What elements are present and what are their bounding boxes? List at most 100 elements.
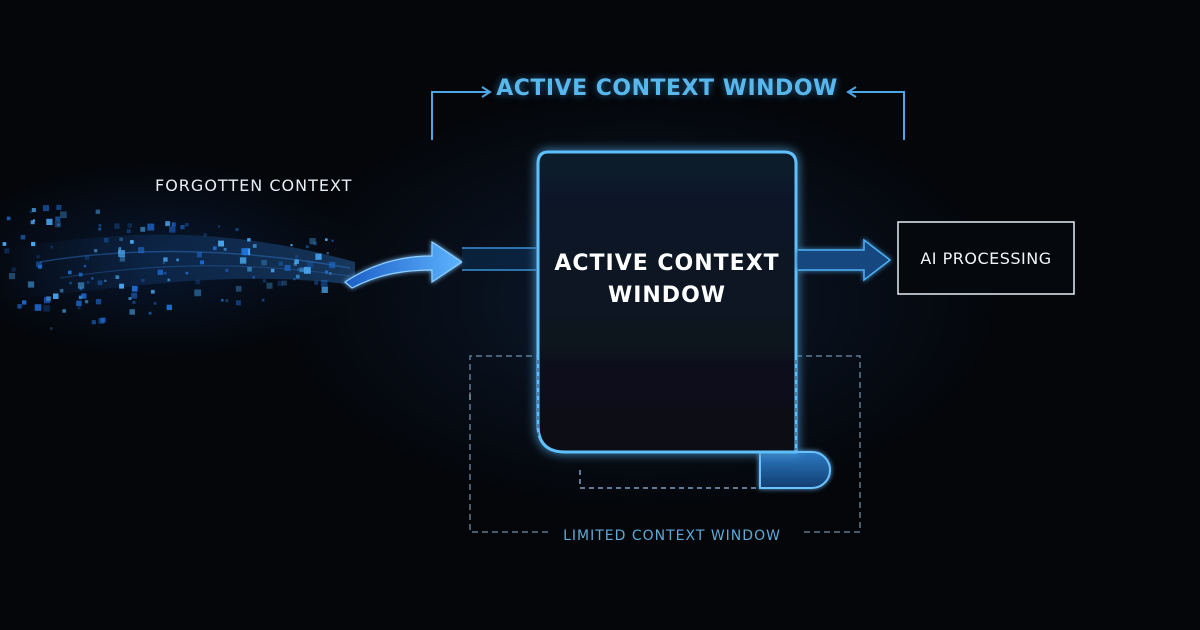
- particle: [141, 278, 145, 283]
- particle: [320, 280, 328, 287]
- particle: [84, 300, 89, 304]
- particle: [103, 237, 109, 243]
- limited-context-window-label: LIMITED CONTEXT WINDOW: [563, 528, 781, 544]
- particle: [55, 216, 61, 222]
- particle: [212, 246, 217, 251]
- particle: [97, 280, 103, 286]
- particle: [78, 272, 83, 277]
- particle: [295, 255, 299, 259]
- particle: [46, 218, 53, 225]
- particle: [30, 220, 35, 225]
- particle: [148, 311, 152, 315]
- particle: [131, 285, 138, 292]
- active-context-window-label: ACTIVE CONTEXT WINDOW: [554, 251, 780, 308]
- particle: [277, 280, 283, 287]
- particle: [31, 241, 36, 247]
- particle: [218, 225, 221, 228]
- particle: [114, 223, 120, 229]
- particle: [241, 248, 249, 256]
- particle: [95, 299, 102, 305]
- forgotten-context-label: FORGOTTEN CONTEXT: [155, 176, 353, 195]
- particle: [163, 271, 167, 275]
- particle: [118, 247, 122, 250]
- particle: [29, 210, 33, 214]
- particle: [56, 223, 60, 227]
- particle: [94, 249, 98, 253]
- particle: [132, 300, 136, 304]
- particle: [314, 280, 319, 285]
- scroll-roll: [579, 451, 831, 489]
- particle: [91, 320, 96, 325]
- particle: [169, 226, 176, 233]
- particle: [200, 260, 204, 265]
- particle: [36, 255, 40, 259]
- particle: [157, 269, 163, 275]
- particle: [299, 267, 304, 273]
- particle: [84, 255, 90, 260]
- particle: [76, 300, 82, 307]
- particle: [305, 245, 309, 249]
- input-connector: [462, 247, 536, 271]
- particle: [195, 279, 200, 285]
- particle: [151, 289, 155, 294]
- particle: [235, 285, 242, 292]
- particle: [98, 224, 102, 227]
- particle: [270, 268, 275, 273]
- particle: [153, 302, 157, 305]
- particle: [27, 281, 35, 288]
- particle: [225, 299, 229, 303]
- particle: [176, 258, 179, 262]
- input-curved-arrow: [344, 240, 464, 289]
- particle: [118, 250, 125, 257]
- particle: [328, 261, 336, 269]
- particle: [2, 242, 7, 246]
- particle: [235, 228, 239, 232]
- particle: [126, 229, 131, 234]
- particle: [81, 293, 87, 299]
- top-bracket: [431, 86, 905, 140]
- particle: [297, 268, 300, 271]
- particle: [77, 282, 85, 289]
- particle: [17, 304, 22, 309]
- particle: [33, 219, 36, 222]
- particle: [69, 281, 72, 285]
- particle: [11, 267, 16, 272]
- particle: [167, 278, 171, 282]
- particle: [62, 309, 66, 313]
- particle: [294, 259, 299, 264]
- active-context-window-heading: ACTIVE CONTEXT WINDOW: [496, 76, 838, 101]
- particle: [166, 304, 172, 311]
- particle: [185, 271, 189, 275]
- particle: [293, 277, 296, 281]
- particle: [162, 262, 165, 265]
- particle: [163, 257, 168, 262]
- forgotten-context-particles: [0, 204, 355, 330]
- particle: [91, 277, 94, 280]
- particle: [78, 295, 83, 300]
- particle: [218, 240, 224, 247]
- particle: [278, 261, 283, 266]
- particle: [59, 288, 64, 293]
- particle: [36, 261, 42, 268]
- particle: [185, 222, 189, 227]
- particle: [98, 318, 105, 324]
- particle: [83, 265, 87, 268]
- particle: [53, 293, 59, 299]
- particle: [261, 259, 267, 266]
- particle: [119, 237, 123, 241]
- particle: [284, 264, 291, 271]
- particle: [8, 273, 16, 280]
- particle: [100, 317, 106, 323]
- particle: [309, 238, 316, 245]
- particle: [196, 252, 202, 258]
- particle: [43, 205, 49, 212]
- particle: [194, 289, 202, 297]
- particle: [171, 222, 176, 227]
- particle: [44, 296, 51, 304]
- particle: [147, 223, 155, 231]
- particle: [261, 298, 265, 302]
- particle: [86, 280, 90, 284]
- particle: [56, 204, 62, 210]
